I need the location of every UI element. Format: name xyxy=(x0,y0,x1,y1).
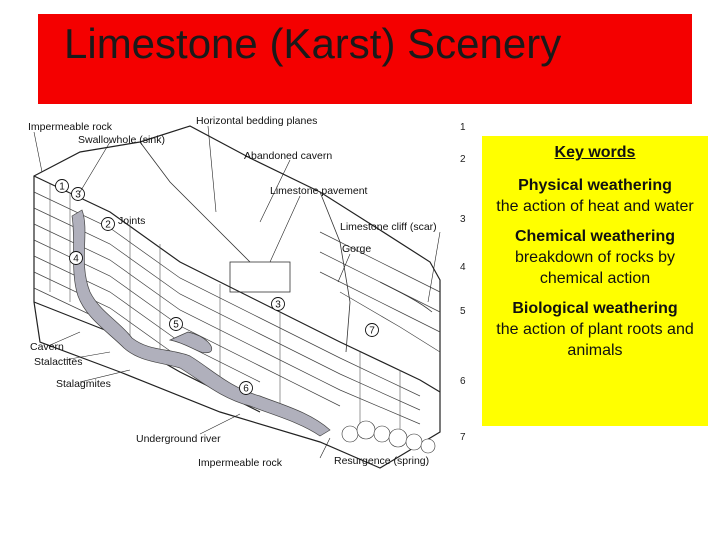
marker-4: 4 xyxy=(73,254,79,265)
definition-physical-weathering: the action of heat and water xyxy=(496,198,694,215)
label-stalactites: Stalactites xyxy=(34,356,82,368)
surface-features xyxy=(139,141,433,353)
karst-diagram: 1 3 2 3 4 5 6 7 Impermeable rock Swallow… xyxy=(20,112,480,474)
karst-diagram-svg: 1 3 2 3 4 5 6 7 Impermeable rock Swallow… xyxy=(28,115,466,469)
label-swallowhole: Swallowhole (sink) xyxy=(78,134,165,146)
side-number-7: 7 xyxy=(460,432,466,443)
label-resurgence: Resurgence (spring) xyxy=(334,455,429,467)
side-number-3: 3 xyxy=(460,214,466,225)
key-words-box: Key words Physical weathering the action… xyxy=(482,136,708,426)
term-biological-weathering: Biological weathering xyxy=(512,300,678,317)
label-horizontal-bedding: Horizontal bedding planes xyxy=(196,115,317,127)
leader-lines xyxy=(33,125,441,459)
page-title: Limestone (Karst) Scenery xyxy=(64,20,562,67)
label-joints: Joints xyxy=(118,215,145,227)
term-chemical-weathering: Chemical weathering xyxy=(514,228,676,245)
marker-6: 6 xyxy=(243,384,249,395)
marker-3b: 3 xyxy=(275,300,281,311)
side-number-2: 2 xyxy=(460,154,466,165)
label-underground-river: Underground river xyxy=(136,433,221,445)
definition-chemical-weathering: breakdown of rocks by chemical action xyxy=(514,249,676,287)
label-impermeable-rock-top: Impermeable rock xyxy=(28,121,113,133)
side-number-6: 6 xyxy=(460,376,466,387)
label-abandoned-cavern: Abandoned cavern xyxy=(244,150,332,162)
boulders xyxy=(341,420,436,454)
circled-markers xyxy=(55,179,379,395)
label-cavern: Cavern xyxy=(30,341,64,353)
marker-2: 2 xyxy=(105,220,111,231)
label-limestone-pavement: Limestone pavement xyxy=(270,185,368,197)
marker-7: 7 xyxy=(369,326,375,337)
label-limestone-cliff: Limestone cliff (scar) xyxy=(340,221,437,233)
limestone-block xyxy=(33,125,441,469)
label-gorge: Gorge xyxy=(342,243,371,255)
title-bar xyxy=(38,14,692,104)
side-number-1: 1 xyxy=(460,122,466,133)
side-number-5: 5 xyxy=(460,306,466,317)
definition-biological-weathering: the action of plant roots and animals xyxy=(496,321,694,359)
underground-river xyxy=(71,209,331,437)
marker-5: 5 xyxy=(173,320,179,331)
label-stalagmites: Stalagmites xyxy=(56,378,111,390)
key-words-heading: Key words xyxy=(554,144,636,161)
side-number-4: 4 xyxy=(460,262,466,273)
label-impermeable-rock-bottom: Impermeable rock xyxy=(198,457,283,469)
marker-3a: 3 xyxy=(75,190,81,201)
key-words-content: Key words Physical weathering the action… xyxy=(482,142,708,371)
marker-1: 1 xyxy=(59,182,65,193)
term-physical-weathering: Physical weathering xyxy=(518,177,672,194)
